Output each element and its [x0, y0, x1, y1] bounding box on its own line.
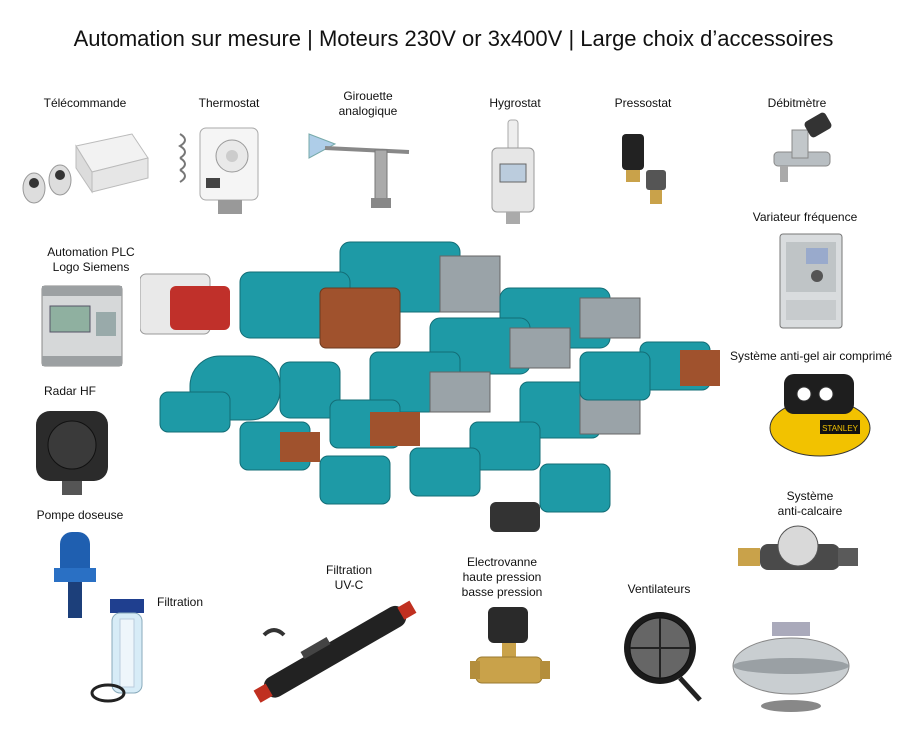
pressure-switch-image [616, 130, 676, 210]
label-plc-line1: Automation PLC [47, 245, 135, 259]
label-variateur: Variateur fréquence [752, 210, 858, 224]
label-ventilateurs: Ventilateurs [627, 582, 691, 596]
label-electrovanne-line1: Electrovanne [466, 555, 538, 569]
plc-controller-image [40, 284, 124, 368]
label-uvc-line1: Filtration [325, 563, 372, 577]
label-electrovanne-line3: basse pression [461, 585, 543, 599]
label-pressostat: Pressostat [614, 96, 672, 110]
label-debitmetre: Débitmètre [767, 96, 827, 110]
label-filtration: Filtration [156, 595, 203, 609]
stanley-logo: STANLEY [822, 424, 859, 433]
label-hygrostat: Hygrostat [489, 96, 541, 110]
label-uvc-line2: UV-C [334, 578, 364, 592]
flowmeter-image [770, 112, 840, 188]
label-electrovanne-line2: haute pression [462, 570, 542, 584]
label-girouette-line1: Girouette [343, 89, 393, 103]
label-anticalcaire: Système anti-calcaire [762, 489, 858, 519]
water-filter-image [88, 595, 160, 707]
wind-vane-image [305, 128, 415, 218]
uv-c-sterilizer-image [244, 595, 424, 705]
air-compressor-image: STANLEY [764, 368, 874, 464]
label-electrovanne: Electrovanne haute pression basse pressi… [452, 555, 552, 600]
solenoid-valve-image [470, 603, 550, 695]
label-plc: Automation PLC Logo Siemens [36, 245, 146, 275]
label-anticalcaire-line1: Système [786, 489, 834, 503]
pump-assortment-image [140, 232, 730, 542]
hygrostat-image [484, 118, 544, 228]
remote-control-image [14, 128, 154, 218]
label-plc-line2: Logo Siemens [52, 260, 130, 274]
label-radar: Radar HF [43, 384, 96, 398]
frequency-drive-image [776, 232, 846, 332]
anti-scale-system-image [738, 520, 860, 586]
page-title: Automation sur mesure | Moteurs 230V or … [73, 26, 834, 51]
radar-sensor-image [32, 405, 112, 501]
label-thermostat: Thermostat [198, 96, 260, 110]
label-girouette-line2: analogique [338, 104, 398, 118]
label-telecommande: Télécommande [43, 96, 127, 110]
dosing-pump-image [50, 528, 100, 628]
label-uvc: Filtration UV-C [304, 563, 394, 593]
label-antigel: Système anti-gel air comprimé [729, 349, 893, 363]
steel-tank-image [730, 620, 852, 714]
label-girouette: Girouette analogique [325, 89, 411, 119]
thermostat-image [178, 118, 268, 218]
label-anticalcaire-line2: anti-calcaire [777, 504, 843, 518]
fan-image [620, 608, 704, 708]
label-pompe-doseuse: Pompe doseuse [36, 508, 124, 522]
